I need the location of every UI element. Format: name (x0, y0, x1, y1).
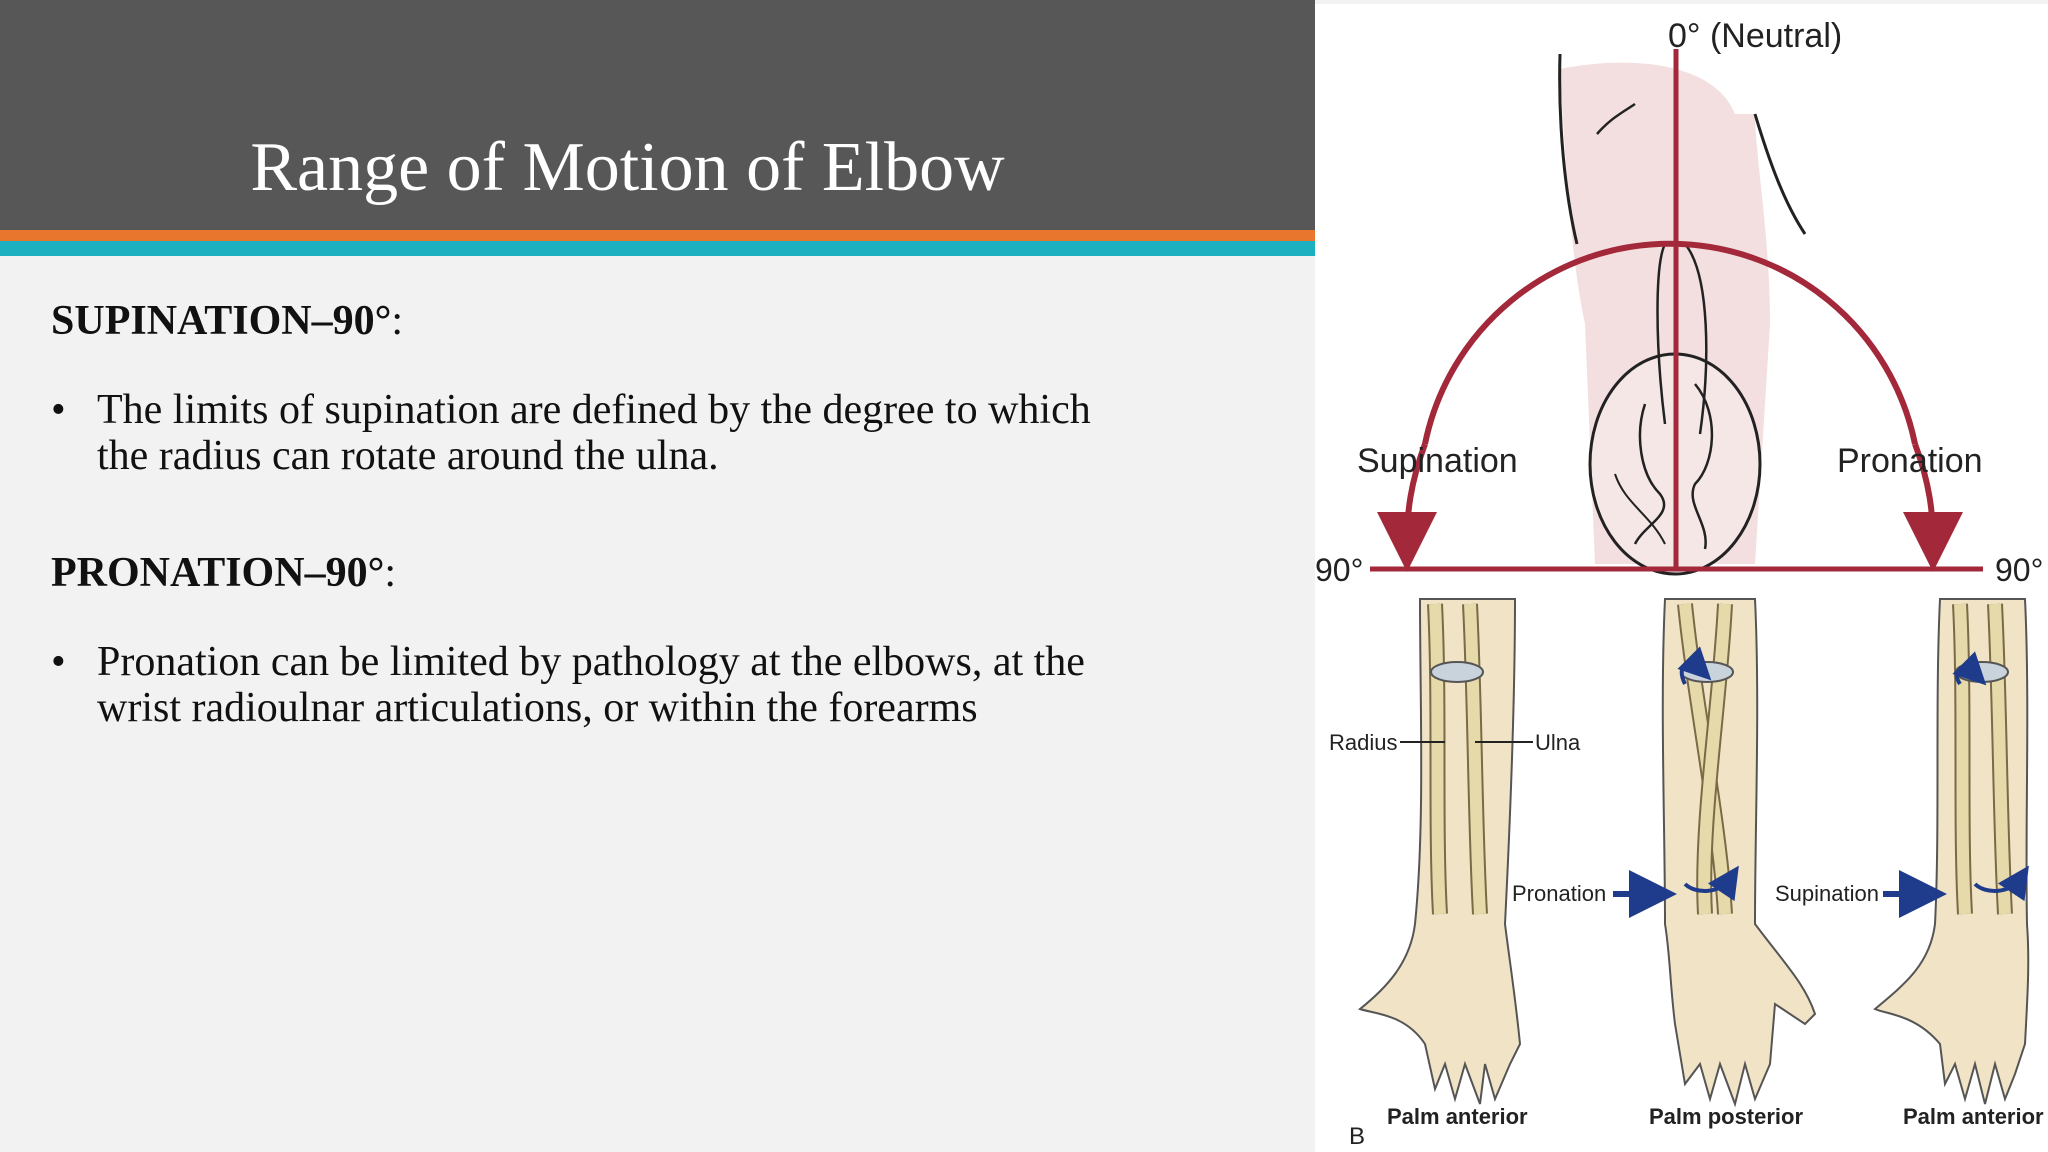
ulna-label: Ulna (1535, 730, 1581, 755)
arm-end-view-illustration (1558, 53, 1807, 576)
slide-title: Range of Motion of Elbow (250, 129, 1005, 206)
supination-heading: SUPINATION–90°: (51, 297, 403, 345)
pronation-bullet: • Pronation can be limited by pathology … (51, 639, 1131, 731)
figure-svg: 0° (Neutral) Supination Pronation 90° 90… (1315, 17, 2044, 1150)
bullet-dot: • (51, 639, 66, 685)
pronation-heading-degrees: 90° (325, 550, 385, 596)
content-area (0, 256, 1315, 1152)
supination-heading-degrees: 90° (332, 298, 392, 344)
bullet-dot: • (51, 387, 66, 433)
forearm-palm-anterior-right (1873, 598, 2030, 1105)
forearm-palm-anterior-left (1357, 598, 1522, 1105)
supination-step-label: Supination (1775, 881, 1879, 906)
pronation-step-label: Pronation (1512, 881, 1606, 906)
supination-bullet: • The limits of supination are defined b… (51, 387, 1131, 479)
neutral-label: 0° (Neutral) (1668, 17, 1842, 55)
supination-heading-dash: – (311, 298, 333, 344)
forearm-palm-posterior (1661, 598, 1817, 1108)
palm-label-2: Palm posterior (1649, 1104, 1803, 1129)
pronation-arrow (1902, 442, 1963, 572)
elbow-rotation-figure: 0° (Neutral) Supination Pronation 90° 90… (1315, 4, 2048, 1152)
left-ninety-label: 90° (1315, 552, 1363, 588)
right-ninety-label: 90° (1995, 552, 2043, 588)
title-bar (0, 0, 1315, 230)
pronation-heading-label: PRONATION (51, 550, 305, 596)
supination-heading-label: SUPINATION (51, 298, 312, 344)
pronation-heading-dash: – (304, 550, 326, 596)
palm-label-1: Palm anterior (1387, 1104, 1528, 1129)
accent-stripe-orange (0, 230, 1315, 241)
supination-bullet-text: The limits of supination are defined by … (97, 387, 1091, 479)
rotation-arc (1422, 240, 1918, 445)
pronation-heading: PRONATION–90°: (51, 549, 396, 597)
pronation-bullet-text: Pronation can be limited by pathology at… (97, 639, 1085, 731)
supination-heading-colon: : (391, 298, 404, 344)
supination-arrow (1377, 442, 1438, 572)
accent-stripe-teal (0, 241, 1315, 256)
pronation-heading-colon: : (384, 550, 397, 596)
radius-label: Radius (1329, 730, 1397, 755)
pronation-label: Pronation (1837, 442, 1983, 480)
panel-letter: B (1349, 1123, 1365, 1150)
palm-label-3: Palm anterior (1903, 1104, 2044, 1129)
supination-label: Supination (1357, 442, 1518, 480)
